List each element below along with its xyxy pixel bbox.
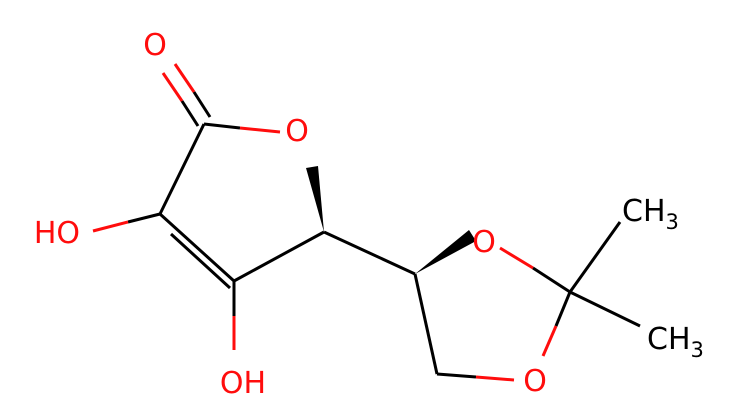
atom-oh-bottom: OH [220,366,266,401]
methyl-lower-sub: 3 [691,338,704,362]
bonds [92,63,641,382]
bond-oupper-cq [532,266,571,294]
wedge-c5-oupper [415,230,476,274]
bond-c2-oh-red [92,220,129,233]
oh-bottom-o: O [220,366,244,401]
wedges [306,166,476,274]
oh-left-o: O [56,216,80,251]
bond-cq-methyl-lower [569,290,641,328]
oh-left-h: H [34,216,57,251]
atom-labels: O O HO OH O O CH3 CH3 [34,28,704,401]
methyl-upper-sub: 3 [666,210,679,234]
bond-c4-c5 [323,230,416,276]
atom-methyl-lower: CH3 [647,322,704,362]
bond-carbonyl-double-a [192,91,212,118]
bond-olower-cq [554,291,572,327]
bond-c2-c3 [158,212,236,283]
bond-cq-methyl-upper [568,221,622,293]
bond-c2-oh [127,212,161,224]
bond-carbonyl-double-b [180,100,200,127]
bond-c5-c6 [413,273,439,375]
bond-carbonyl-double-a-red [173,63,196,93]
bond-olower-cq-red [541,325,558,357]
oh-bottom-h: H [244,366,267,401]
methyl-upper-main: CH [622,194,666,229]
bond-c3-c4 [233,230,325,283]
bond-c1-ringo [203,122,241,130]
bond-c6-olower [436,372,477,379]
atom-dioxolane-o-lower: O [523,364,547,399]
atom-dioxolane-o-upper: O [472,225,496,260]
wedge-c4-ringo [306,166,324,232]
bond-oupper-cq-red [499,246,534,270]
bond-c6-olower-red [475,375,515,382]
bond-carbonyl-double-b-red [161,72,184,102]
bond-c1-ringo-red [239,126,281,134]
atom-ring-o: O [285,114,309,149]
methyl-lower-main: CH [647,322,691,357]
atom-methyl-upper: CH3 [622,194,679,234]
bond-c1-c2 [158,123,206,215]
atom-carbonyl-o: O [143,28,167,63]
bond-c2-c3-inner [169,232,232,290]
atom-oh-left: HO [34,216,80,251]
